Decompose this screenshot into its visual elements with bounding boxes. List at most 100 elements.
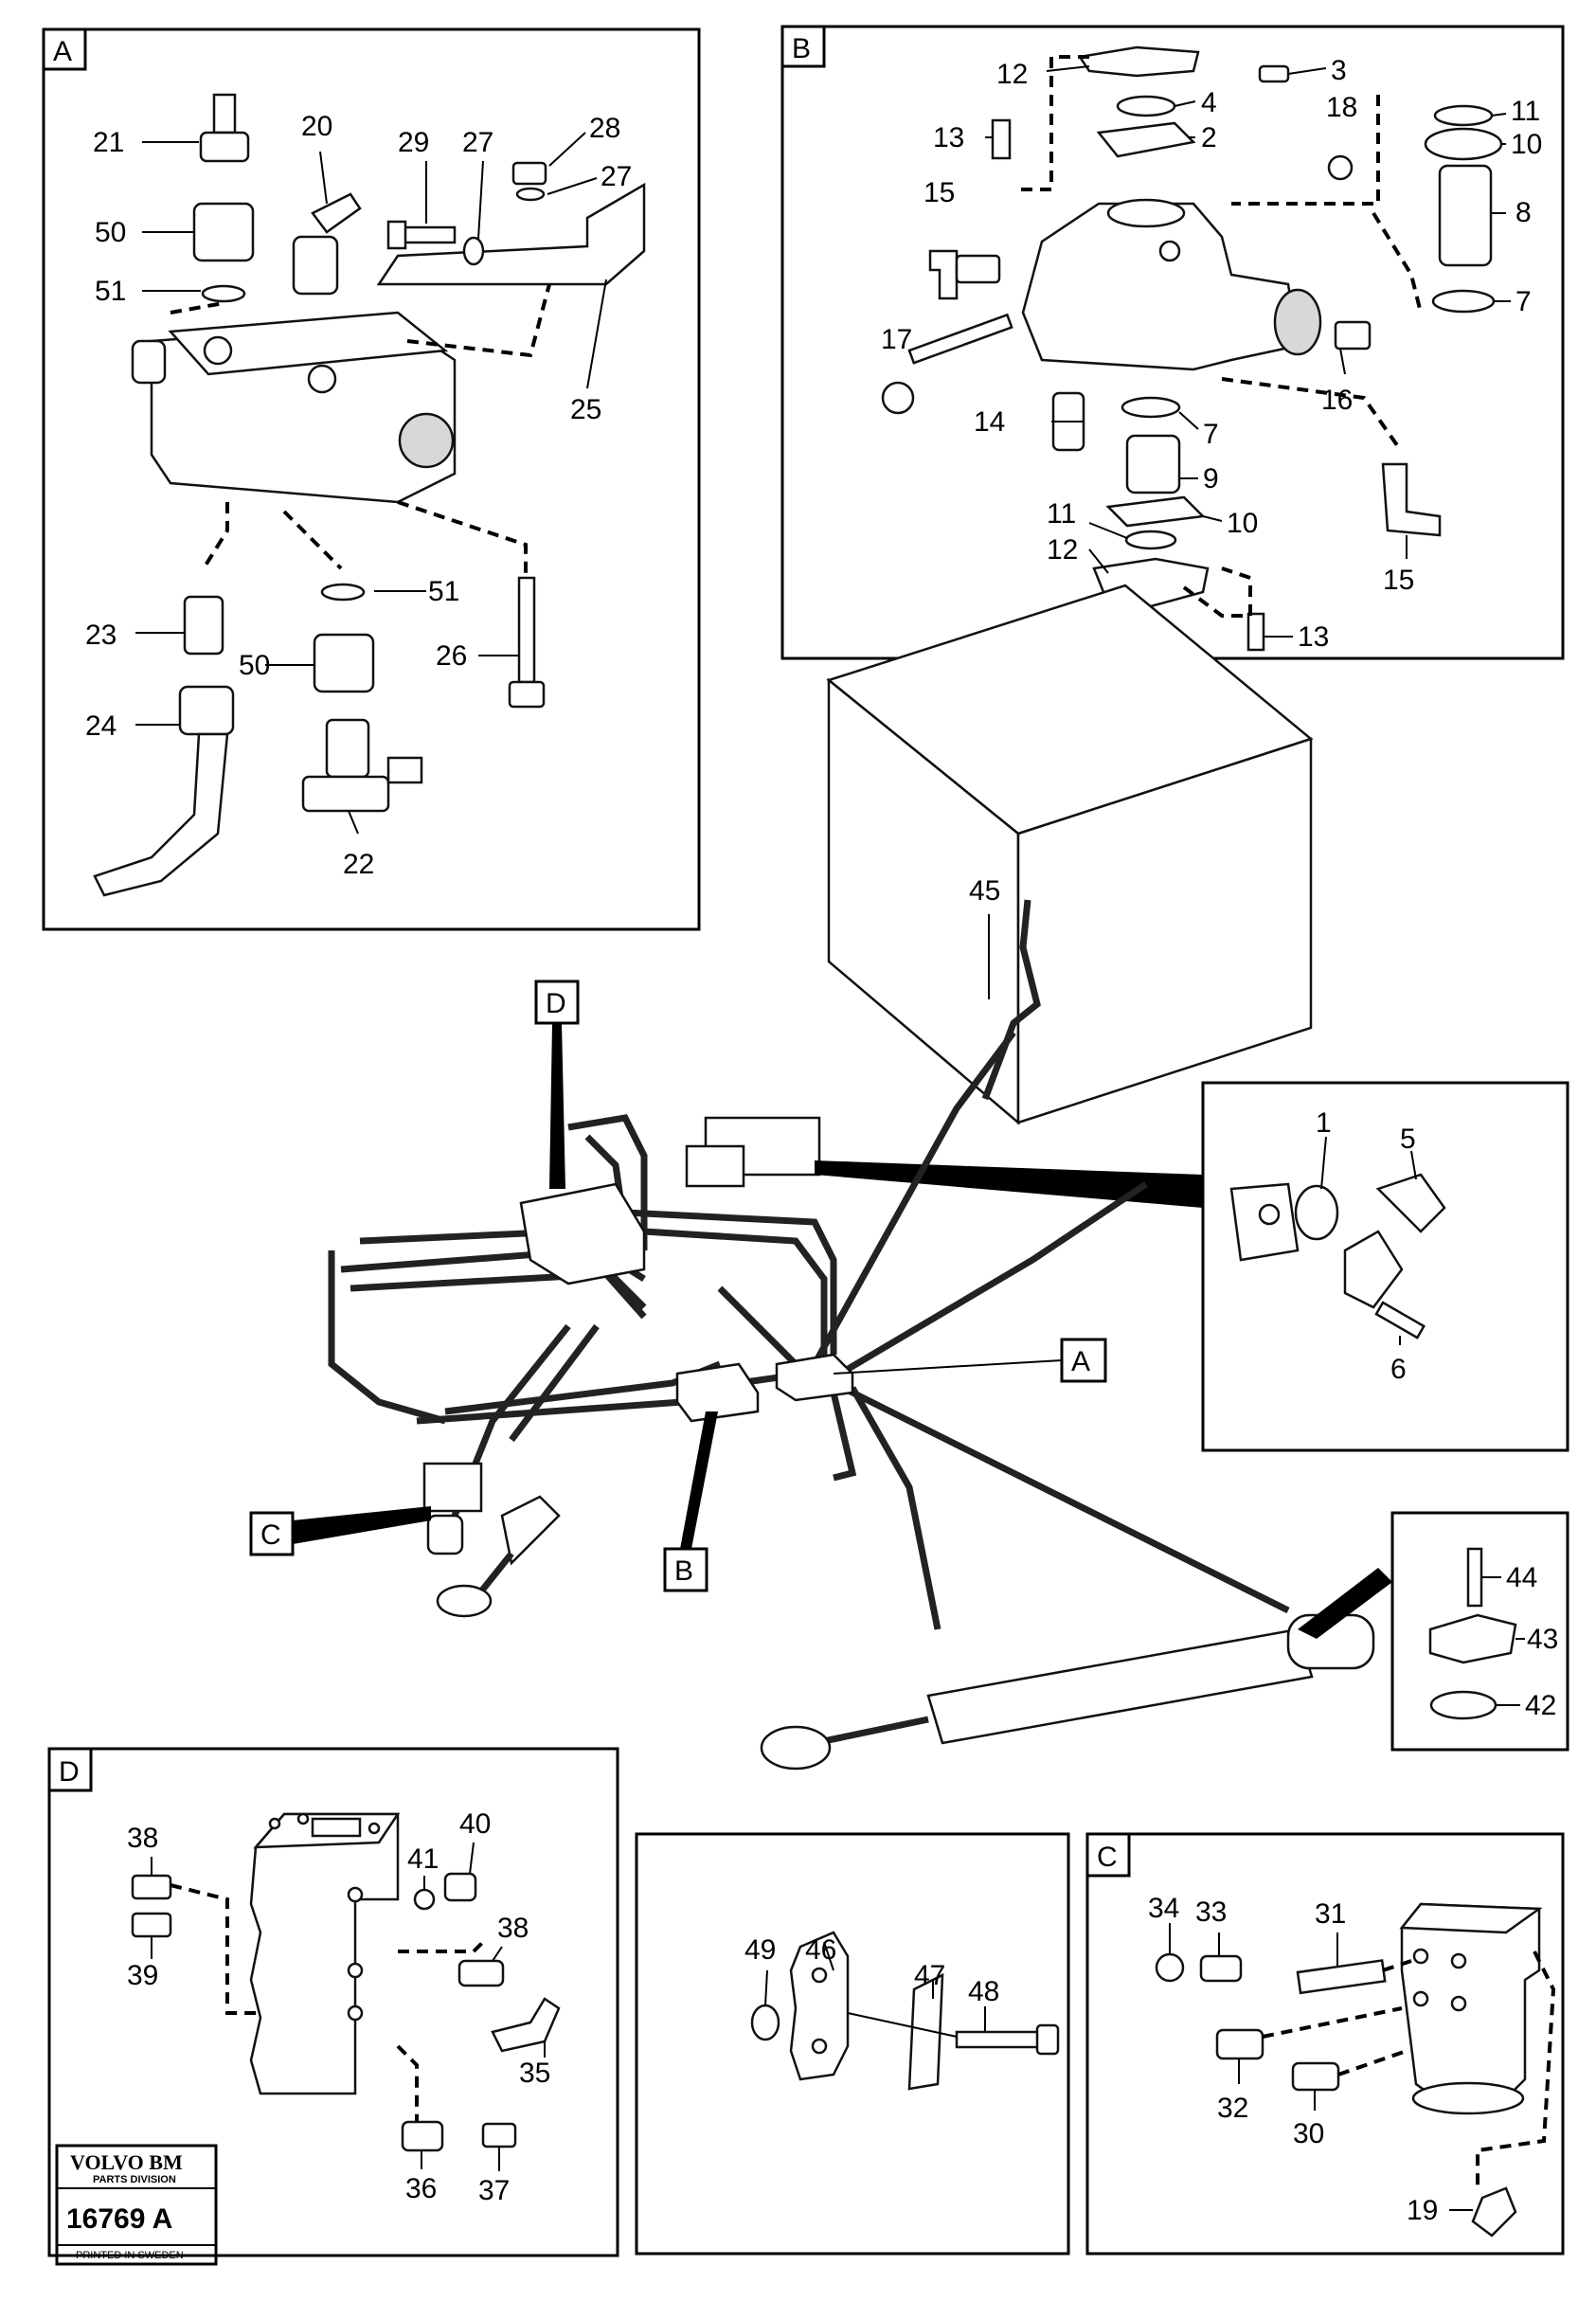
panel-d-fitting-36 (401, 2120, 444, 2152)
main-tag-a: A (833, 1338, 1107, 1383)
panel-a-washer-51-top (201, 284, 246, 303)
panel-b-valve-body (1021, 198, 1322, 371)
callout-b-11b: 11 (1047, 498, 1076, 530)
detail2-panel: 44 43 42 (1390, 1511, 1569, 1752)
hydraulic-tank (826, 584, 1314, 1125)
svg-text:C: C (260, 1519, 281, 1551)
panel-b-fitting-16 (1334, 320, 1372, 351)
callout-clamp-46: 46 (805, 1934, 836, 1966)
callout-d-38-right: 38 (497, 1913, 529, 1944)
panel-a-washer-27a (462, 236, 485, 266)
panel-a-nut-28 (511, 161, 547, 186)
callout-c-31: 31 (1315, 1898, 1346, 1930)
panel-d-elbow-35 (491, 1997, 561, 2053)
callout-b-4: 4 (1201, 87, 1217, 118)
callout-b-7: 7 (1515, 286, 1532, 317)
callout-b-13: 13 (933, 122, 964, 153)
panel-a-valve-body (131, 311, 457, 504)
panel-a-washer-51-bottom (320, 583, 366, 602)
panel-a-tag-label: A (53, 36, 72, 67)
panel-d-fitting-38-left (131, 1912, 172, 1938)
panel-c-nut-34 (1155, 1952, 1185, 1983)
detail1-clamp-5-top (1375, 1173, 1446, 1233)
callout-clamp-48: 48 (968, 1976, 999, 2007)
panel-a-fitting-23 (183, 595, 224, 656)
panel-b-nipple-8 (1438, 164, 1493, 267)
title-block-ref: 16769 A (66, 2203, 172, 2235)
panel-b-flange-2 (1096, 121, 1196, 158)
callout-a-28: 28 (589, 113, 620, 144)
callout-a-27: 27 (462, 127, 493, 158)
panel-a-dash-4 (406, 283, 551, 358)
panel-d-tag-box (47, 1747, 93, 1792)
main-tag-d: D (534, 980, 580, 1189)
callout-a-20: 20 (301, 111, 332, 142)
panel-b-screw-13-bottom (1246, 612, 1265, 652)
callout-d-38-left: 39 (127, 1960, 158, 1991)
callout-a-25: 25 (570, 394, 601, 425)
callout-b-12b: 12 (1047, 534, 1078, 566)
panel-a-dash-3 (397, 500, 528, 578)
panel-b-flange-10 (1105, 495, 1206, 528)
panel-b-nipple-9 (1125, 434, 1181, 494)
panel-b-dash-1 (1018, 55, 1089, 191)
detail1-clamp-5-bottom (1343, 1230, 1404, 1309)
panel-a-tag-box (42, 27, 87, 71)
detail1-oring-1 (1294, 1184, 1339, 1241)
panel-b-dash-4 (1221, 377, 1399, 447)
callout-a-50: 50 (95, 217, 126, 248)
panel-c: C 34 33 31 32 30 19 (1085, 1832, 1565, 2256)
panel-a-dash-1 (202, 502, 229, 570)
callout-a-22: 22 (343, 849, 374, 880)
detail1-frame (1201, 1081, 1569, 1452)
callout-c-19: 19 (1407, 2195, 1438, 2226)
panel-c-tag-box (1085, 1832, 1131, 1878)
panel-b-ring-11 (1124, 530, 1177, 550)
panel-d-washer-41 (413, 1888, 436, 1911)
detail1-screw-6 (1374, 1301, 1426, 1339)
title-block-printed: PRINTED IN SWEDEN (76, 2250, 184, 2261)
callout-c-30: 30 (1293, 2118, 1324, 2149)
panel-d-steering-valve (249, 1812, 401, 2095)
detail2-frame (1390, 1511, 1569, 1752)
callout-clamp-47: 47 (914, 1960, 945, 1991)
panel-a-fitting-21 (199, 93, 250, 163)
panel-b-nut-18 (1327, 154, 1354, 181)
panel-a-bracket-25 (376, 182, 646, 286)
main-valve-d (519, 1182, 646, 1285)
callout-c-32: 32 (1217, 2093, 1248, 2124)
panel-b-dash-3 (1372, 211, 1423, 314)
panel-c-dash-4 (1476, 1950, 1556, 2188)
callout-d-35: 35 (519, 2058, 550, 2089)
tank-valve-end (685, 1144, 745, 1188)
callout-d-36: 36 (405, 2173, 437, 2204)
panel-a-fitting-20 (292, 192, 362, 296)
main-valve-c (422, 1462, 483, 1555)
callout-clamp-49: 49 (744, 1934, 776, 1966)
steering-cylinder-right (760, 1613, 1375, 1771)
title-block-frame (55, 2144, 218, 2266)
panel-d-nut-40 (443, 1872, 477, 1902)
callout-a-27b: 27 (601, 161, 632, 192)
callout-detail2-43: 43 (1527, 1624, 1558, 1655)
callout-a-51b: 51 (428, 576, 459, 607)
callout-a-29: 29 (398, 127, 429, 158)
panel-b-washer-4 (1116, 95, 1176, 117)
callout-b-7b: 7 (1203, 419, 1219, 450)
steering-cylinder-left (436, 1495, 561, 1618)
panel-a: A (42, 27, 701, 931)
panel-c-frame (1085, 1832, 1565, 2256)
panel-b-ring-10-top (1424, 127, 1503, 161)
detail2-clamp-43 (1428, 1613, 1517, 1664)
panel-c-elbow-19 (1471, 2186, 1517, 2238)
panel-c-steering-valve (1399, 1902, 1543, 2115)
callout-detail1-1: 1 (1316, 1107, 1332, 1139)
panel-b-tag-box (780, 25, 826, 68)
panel-a-bolt-29 (386, 220, 457, 250)
callout-d-37: 37 (478, 2175, 510, 2206)
main-valve-a (775, 1353, 854, 1402)
panel-d-dash-2 (398, 1940, 485, 1953)
callout-b-10b: 10 (1227, 508, 1258, 539)
svg-text:B: B (674, 1555, 693, 1587)
